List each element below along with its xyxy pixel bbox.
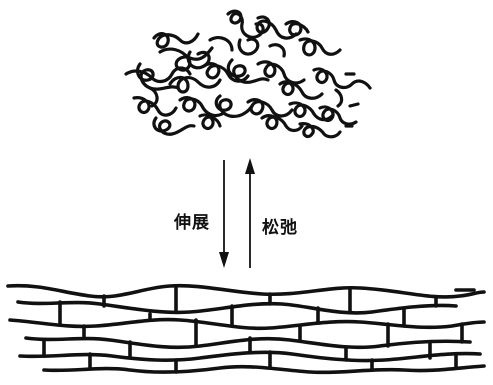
arrow-down <box>219 160 229 268</box>
tangled-chain-cluster <box>126 11 370 137</box>
stretched-chain-network <box>8 286 484 373</box>
stretch-label: 伸展 <box>174 208 210 233</box>
arrow-up <box>245 158 255 268</box>
relax-label: 松弛 <box>262 213 298 238</box>
